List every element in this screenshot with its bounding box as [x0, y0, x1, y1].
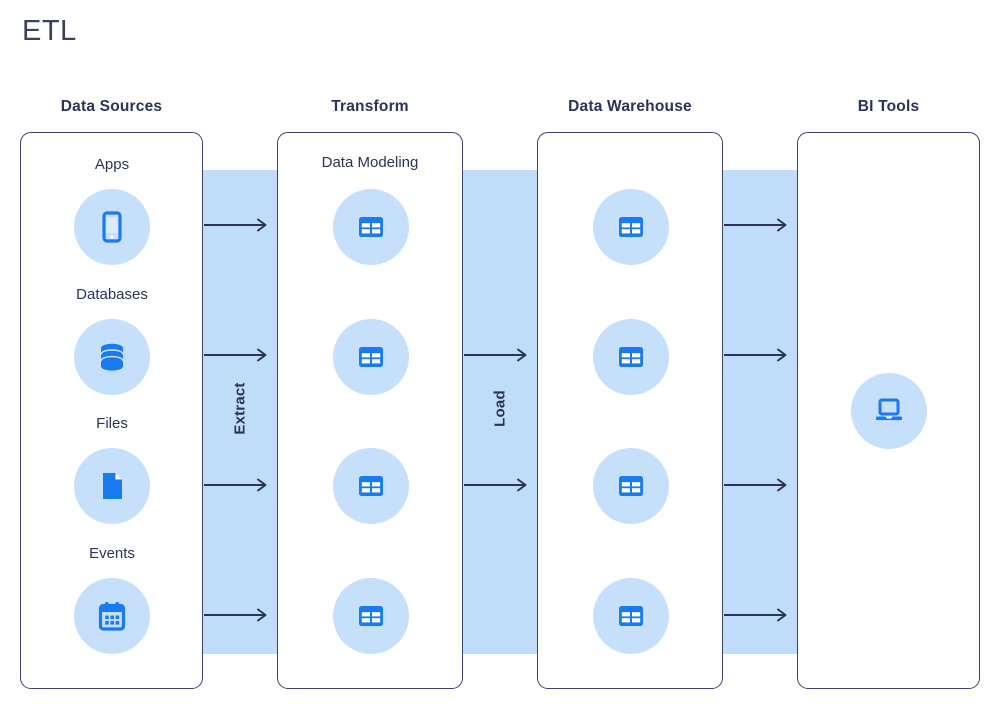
- laptop-icon: [851, 373, 927, 449]
- database-icon: [74, 319, 150, 395]
- page-title: ETL: [22, 15, 77, 47]
- mobile-phone-icon: [74, 189, 150, 265]
- band-load: [455, 170, 545, 654]
- table-grid-icon: [593, 189, 669, 265]
- column-header-data-warehouse: Data Warehouse: [568, 98, 692, 115]
- card-title-data-modeling: Data Modeling: [321, 154, 419, 171]
- node-label-apps: Apps: [94, 156, 130, 173]
- arrow-extract-1: [204, 217, 274, 233]
- table-grid-icon: [593, 448, 669, 524]
- column-header-transform: Transform: [331, 98, 409, 115]
- calendar-icon: [74, 578, 150, 654]
- arrow-serve-4: [724, 607, 794, 623]
- arrow-extract-3: [204, 477, 274, 493]
- table-grid-icon: [333, 578, 409, 654]
- column-header-data-sources: Data Sources: [60, 98, 163, 115]
- band-label-extract: Extract: [231, 382, 249, 435]
- table-grid-icon: [593, 578, 669, 654]
- file-document-icon: [74, 448, 150, 524]
- card-bi-tools[interactable]: [797, 132, 980, 689]
- band-serve: [715, 170, 805, 654]
- table-grid-icon: [333, 319, 409, 395]
- node-label-databases: Databases: [76, 286, 148, 303]
- arrow-extract-2: [204, 347, 274, 363]
- band-label-load: Load: [491, 390, 509, 427]
- table-grid-icon: [593, 319, 669, 395]
- arrow-extract-4: [204, 607, 274, 623]
- arrow-serve-1: [724, 217, 794, 233]
- arrow-load-2: [464, 477, 534, 493]
- card-data-sources[interactable]: Apps Databases Files: [20, 132, 203, 689]
- arrow-load-1: [464, 347, 534, 363]
- band-extract: [195, 170, 285, 654]
- node-label-events: Events: [89, 545, 135, 562]
- card-transform[interactable]: Data Modeling: [277, 132, 463, 689]
- arrow-serve-2: [724, 347, 794, 363]
- column-header-bi-tools: BI Tools: [857, 98, 920, 115]
- table-grid-icon: [333, 189, 409, 265]
- arrow-serve-3: [724, 477, 794, 493]
- table-grid-icon: [333, 448, 409, 524]
- node-label-files: Files: [96, 415, 128, 432]
- card-data-warehouse[interactable]: [537, 132, 723, 689]
